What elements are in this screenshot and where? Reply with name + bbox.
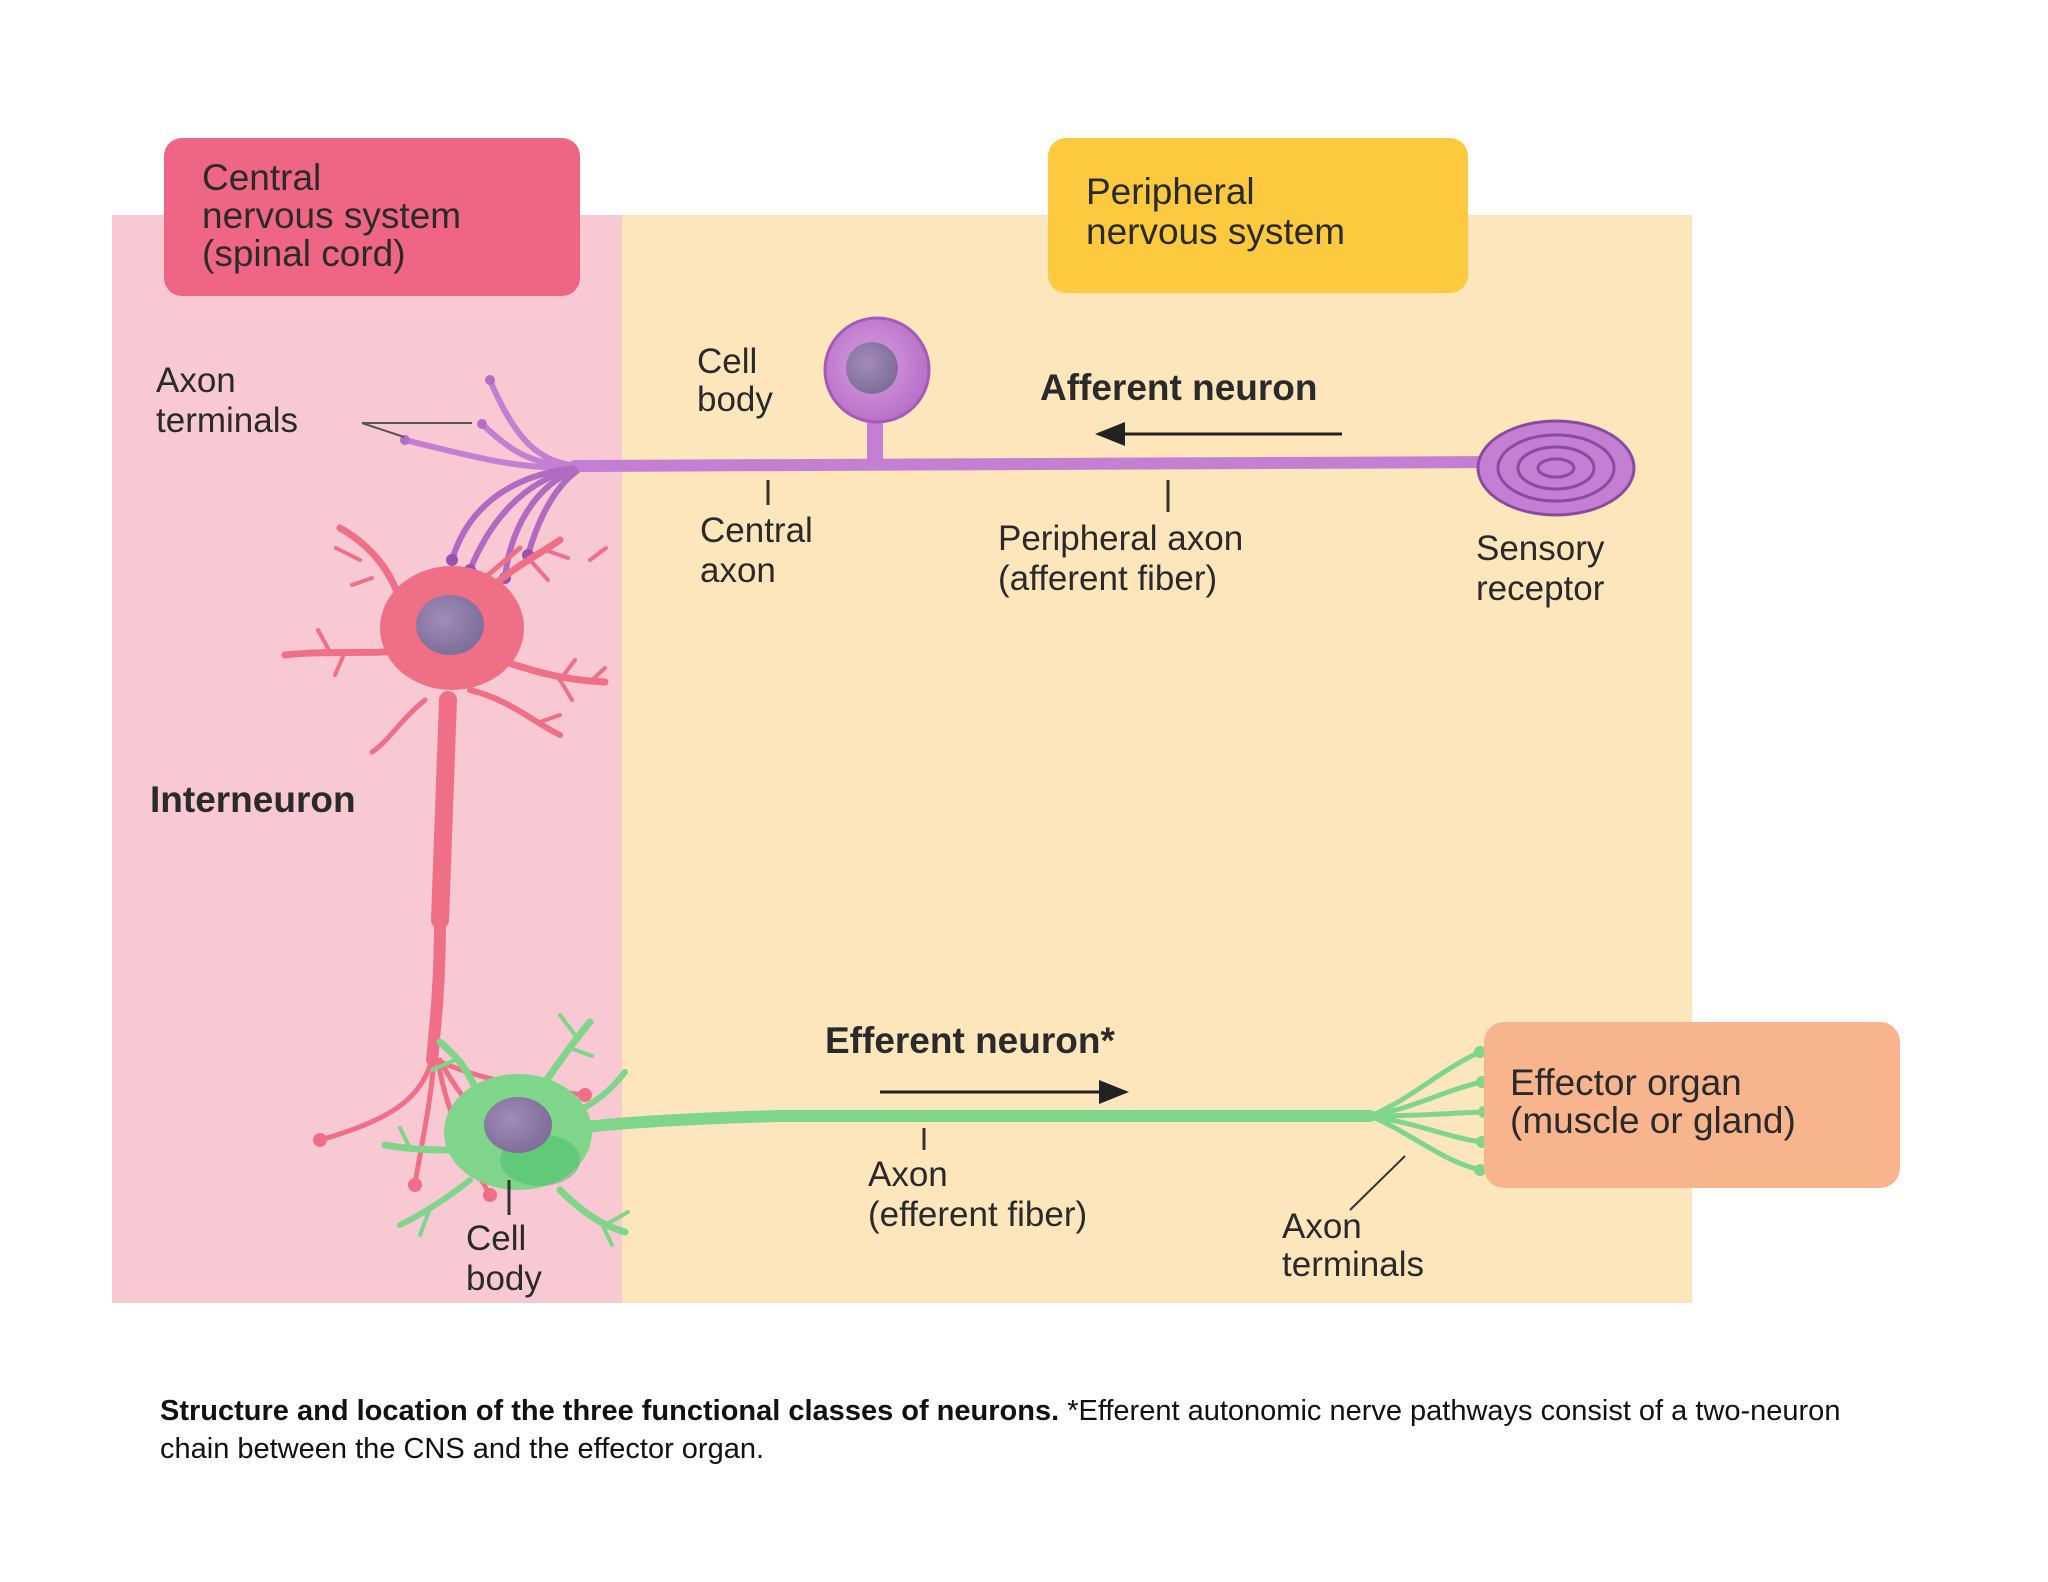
efferent-terminals-leader <box>1349 1155 1406 1211</box>
efferent-axon-terminals-label: Axon terminals <box>1282 1207 1424 1284</box>
efferent-cell-body-label: Cell body <box>466 1219 542 1298</box>
pns-title: Peripheral nervous system <box>1086 171 1345 252</box>
sensory-receptor-label: Sensory receptor <box>1476 529 1614 608</box>
afferent-neuron-title: Afferent neuron <box>1040 367 1318 408</box>
effector-organ-label: Effector organ (muscle or gland) <box>1510 1062 1796 1141</box>
figure-caption: Structure and location of the three func… <box>160 1392 1900 1468</box>
central-axon-label: Central axon <box>700 511 823 590</box>
peripheral-axon-label: Peripheral axon (afferent fiber) <box>998 519 1253 598</box>
afferent-axon-terminals-label: Axon terminals <box>156 361 298 440</box>
pns-title-box <box>1048 138 1468 293</box>
afferent-neuron <box>400 316 1636 584</box>
afferent-terminals-leader <box>361 422 472 438</box>
afferent-cell-body-label: Cell body <box>697 342 773 419</box>
efferent-neuron-title: Efferent neuron* <box>825 1020 1115 1061</box>
caption-bold: Structure and location of the three func… <box>160 1395 1060 1427</box>
cns-title-box <box>164 138 580 296</box>
cns-title: Central nervous system (spinal cord) <box>202 157 471 274</box>
efferent-axon-label: Axon (efferent fiber) <box>868 1155 1087 1234</box>
efferent-nucleus <box>484 1097 552 1153</box>
afferent-nucleus <box>846 342 898 394</box>
interneuron-title: Interneuron <box>150 779 356 820</box>
caption-text: *Efferent autonomic nerve pathways consi… <box>160 1395 1841 1465</box>
interneuron-nucleus <box>416 595 484 655</box>
effector-organ-box <box>1484 1022 1900 1188</box>
